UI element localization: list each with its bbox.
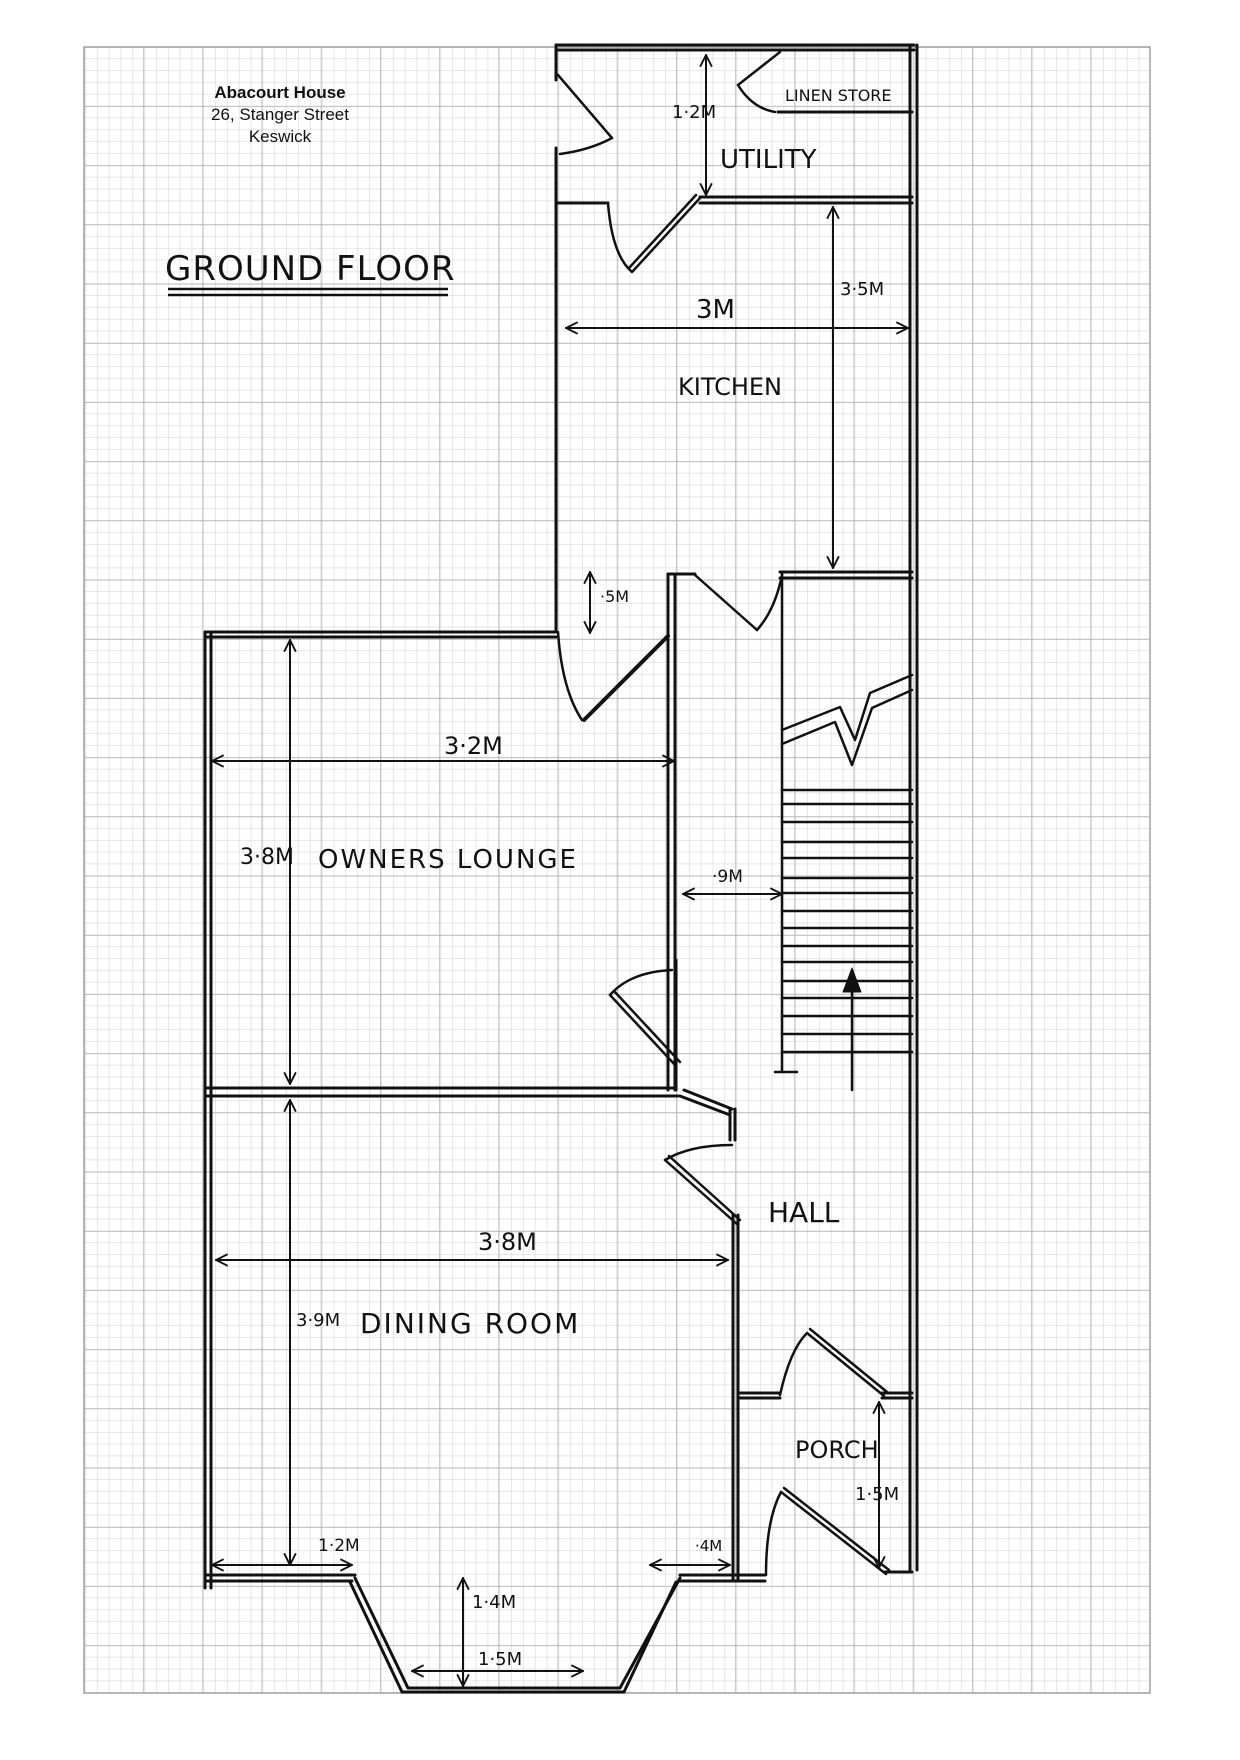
dining-room-walls [203, 1088, 767, 1694]
dim-kitchen-length: 3·5M [840, 279, 884, 300]
stair-direction-arrow [842, 967, 862, 993]
property-town: Keswick [248, 127, 312, 146]
dim-kitchen-width: 3M [696, 295, 735, 325]
linen-store-door [736, 50, 782, 114]
staircase [773, 570, 914, 1092]
room-label-kitchen: KITCHEN [678, 373, 782, 401]
property-name: Abacourt House [214, 83, 346, 102]
dim-hall-width: ·9M [712, 867, 743, 887]
property-address: Abacourt House 26, Stanger Street Keswic… [165, 82, 395, 148]
dim-lounge-width: 3·2M [444, 732, 503, 760]
room-label-owners-lounge: OWNERS LOUNGE [318, 845, 578, 875]
lounge-kitchen-door [556, 630, 670, 722]
porch-walls [736, 1391, 914, 1574]
room-label-linen-store: LINEN STORE [785, 86, 892, 105]
dim-utility-depth: 1·2M [672, 102, 716, 123]
dim-porch-length: 1·5M [855, 1484, 899, 1505]
utility-walls [554, 43, 919, 1572]
dining-hall-door [663, 1143, 742, 1227]
kitchen-hall-door [693, 573, 784, 632]
lounge-hall-door [608, 968, 682, 1068]
room-label-dining-room: DINING ROOM [360, 1307, 580, 1340]
owners-lounge-walls [203, 630, 680, 1590]
property-street: 26, Stanger Street [211, 105, 349, 124]
title-underline [168, 287, 448, 297]
dim-lounge-length: 3·8M [240, 845, 294, 870]
dim-dining-length: 3·9M [296, 1310, 340, 1331]
dimension-lines [212, 55, 908, 1686]
dim-bay-left: 1·2M [318, 1536, 360, 1556]
room-label-utility: UTILITY [720, 145, 817, 175]
dim-dining-width: 3·8M [478, 1228, 537, 1256]
porch-inner-door [778, 1327, 889, 1398]
dim-bay-right: ·4M [695, 1537, 722, 1555]
dim-bay-depth: 1·4M [472, 1592, 516, 1613]
utility-outer-door [556, 73, 614, 156]
plan-title: GROUND FLOOR [165, 249, 455, 289]
dim-kitchen-step: ·5M [600, 587, 629, 606]
dim-bay-width: 1·5M [478, 1649, 522, 1670]
front-door [764, 1486, 891, 1577]
room-label-porch: PORCH [795, 1436, 879, 1464]
room-label-hall: HALL [768, 1196, 840, 1229]
kitchen-utility-door [606, 193, 702, 274]
